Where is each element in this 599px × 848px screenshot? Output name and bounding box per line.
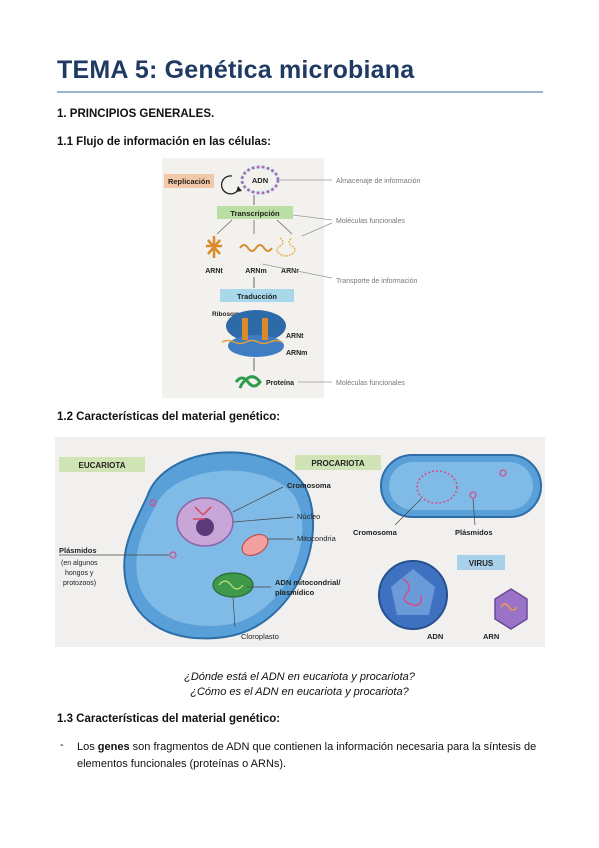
arnm-molecule <box>239 244 273 252</box>
prokaryote-chromosome <box>416 470 458 504</box>
arnm-label-2: ARNm <box>286 350 307 357</box>
information-flow-diagram: Replicación ADN Almacenaje de informació… <box>162 158 421 398</box>
plasmidos-pro-label: Plásmidos <box>455 528 493 537</box>
arrow-moleculas-1 <box>292 214 333 221</box>
protein-illustration <box>234 375 262 389</box>
proteina-label: Proteína <box>266 380 294 387</box>
section-heading-1-1: 1.1 Flujo de información en las células: <box>57 136 272 148</box>
plasmidos-euk-label-2: (en algunos <box>61 560 98 567</box>
transcripcion-box <box>217 206 293 219</box>
cromosoma-pro-label: Cromosoma <box>353 528 398 537</box>
arnt-label: ARNt <box>205 268 223 275</box>
section-heading-1-2: 1.2 Características del material genétic… <box>57 411 281 423</box>
ribosoma-label: Ribosoma <box>212 311 244 318</box>
chromosome-marks <box>193 506 212 520</box>
genes-term: genes <box>97 741 130 753</box>
dna-ring-inner <box>241 166 279 194</box>
genetic-material-figure: EUCARIOTA Cromosoma Núcleo Mitocondria A… <box>55 437 545 647</box>
ribosome-illustration <box>221 310 286 357</box>
genes-paragraph: Los genes son fragmentos de ADN que cont… <box>77 739 545 773</box>
arrow-arnt <box>216 219 233 235</box>
chloroplast-thylakoid <box>218 580 244 590</box>
traduccion-box <box>220 289 294 302</box>
almacenaje-label: Almacenaje de información <box>336 178 421 185</box>
moleculas-label-1: Moléculas funcionales <box>336 218 405 225</box>
virus-label: VIRUS <box>469 559 494 568</box>
virus-arn-label: ARN <box>483 632 499 641</box>
arnm-label: ARNm <box>245 268 266 275</box>
eucariota-label: EUCARIOTA <box>79 461 126 470</box>
arrow-transporte <box>261 263 333 279</box>
arnt-label-2: ARNt <box>286 333 304 340</box>
arrow-arnr <box>276 219 293 235</box>
replicacion-box <box>164 174 214 188</box>
traduccion-label: Traducción <box>237 292 277 301</box>
adn-label: ADN <box>252 176 268 185</box>
arrow-moleculas-1b <box>301 222 333 237</box>
leader-plasmidos-pro <box>472 498 476 526</box>
virus-adn-label: ADN <box>427 632 443 641</box>
question-2: ¿Cómo es el ADN en eucariota y procariot… <box>190 686 409 698</box>
leader-nucleo <box>232 516 294 523</box>
replication-arrow <box>221 175 239 195</box>
arnt-molecule <box>206 236 222 258</box>
arnr-label: ARNr <box>281 268 299 275</box>
virus-box <box>457 555 505 570</box>
nucleolus <box>196 518 214 536</box>
procariota-box <box>295 455 381 470</box>
eucariota-box <box>59 457 145 472</box>
section-heading-1: 1. PRINCIPIOS GENERALES. <box>57 108 215 120</box>
moleculas-label-2: Moléculas funcionales <box>336 380 405 387</box>
nucleo-label: Núcleo <box>297 512 320 521</box>
eukaryote-plasmid-2 <box>149 499 157 507</box>
figure-background <box>162 158 324 398</box>
leader-cromosoma-pro <box>394 498 422 526</box>
leader-cromosoma <box>232 486 284 513</box>
bullet-mark: - <box>60 739 64 751</box>
replication-arrowhead <box>236 186 242 192</box>
replicacion-label: Replicación <box>168 177 211 186</box>
prokaryote-plasmid-1 <box>469 491 477 499</box>
cromosoma-label: Cromosoma <box>287 481 332 490</box>
plasmidos-euk-label-3: hongos y <box>65 570 94 577</box>
adn-mito-label-1: ADN mitocondrial/ <box>275 578 341 587</box>
paragraph-body: son fragmentos de ADN que contienen la i… <box>77 741 537 770</box>
title-underline <box>57 91 543 93</box>
plasmidos-euk-label-1: Plásmidos <box>59 546 97 555</box>
eukaryote-plasmid <box>169 551 177 559</box>
virus-dna-strand <box>402 578 423 607</box>
prokaryote-plasmid-2 <box>499 469 507 477</box>
virus-dna-inner <box>391 569 435 615</box>
cell-types-diagram: EUCARIOTA Cromosoma Núcleo Mitocondria A… <box>55 437 545 647</box>
arnr-molecule <box>276 237 296 257</box>
plasmidos-euk-label-4: protozoos) <box>63 580 96 587</box>
mitocondria-label: Mitocondria <box>297 534 337 543</box>
leader-cloroplasto <box>232 596 236 628</box>
page-title: TEMA 5: Genética microbiana <box>57 56 415 84</box>
mitochondrion <box>241 533 269 557</box>
transporte-label: Transporte de información <box>336 278 418 285</box>
transcripcion-label: Transcripción <box>230 209 280 218</box>
virus-rna-strand <box>500 603 518 611</box>
adn-mito-label-2: plasmídico <box>275 588 315 597</box>
procariota-label: PROCARIOTA <box>311 459 364 468</box>
cloroplasto-label: Cloroplasto <box>241 632 279 641</box>
information-flow-figure: Replicación ADN Almacenaje de informació… <box>162 158 436 398</box>
section-heading-1-3: 1.3 Características del material genétic… <box>57 713 281 725</box>
prokaryote-cytoplasm <box>389 462 533 510</box>
question-1: ¿Dónde está el ADN en eucariota y procar… <box>184 671 415 683</box>
paragraph-prefix: Los <box>77 741 98 753</box>
